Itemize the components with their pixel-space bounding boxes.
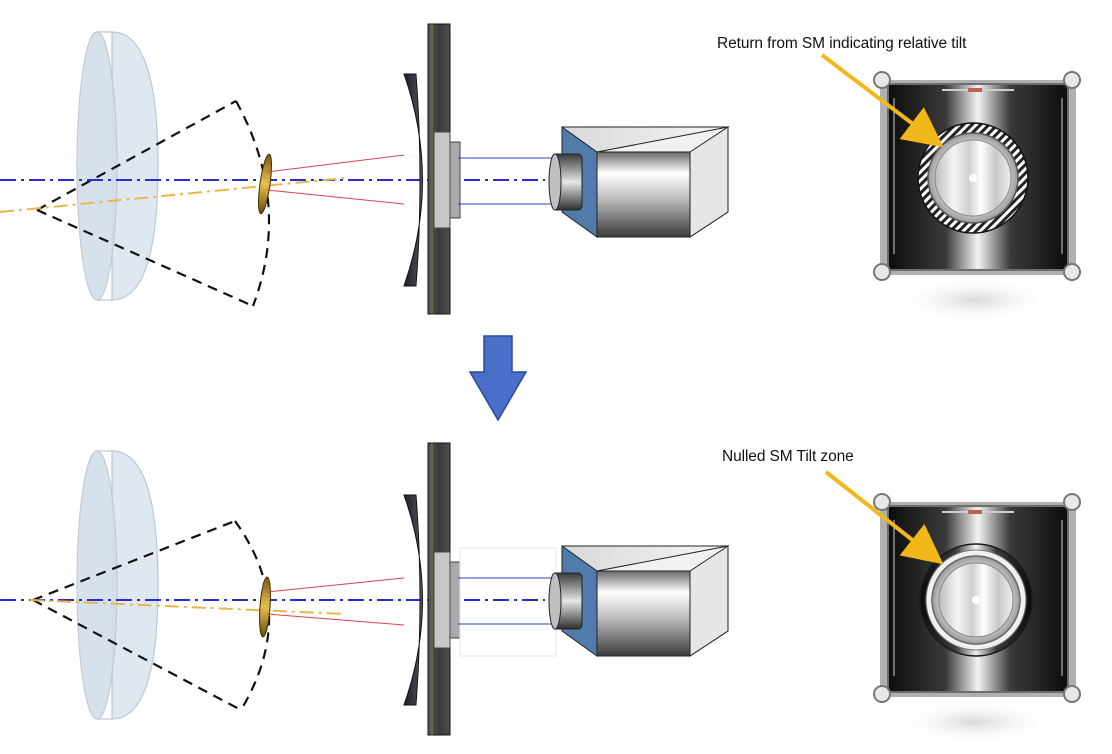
callout-label-nulled: Nulled SM Tilt zone <box>722 448 854 465</box>
down-arrow-icon <box>468 335 528 422</box>
tilted-axis <box>0 177 346 213</box>
beam-cone <box>36 100 271 308</box>
blue-rays <box>458 577 562 625</box>
panel-nulled-state <box>0 442 1081 744</box>
tilted-axis <box>29 599 346 615</box>
mirror-icon <box>403 73 423 287</box>
camera-icon <box>548 545 730 657</box>
reticle-display-icon <box>873 493 1081 744</box>
panel-tilted-state <box>0 23 1081 322</box>
reticle-display-icon <box>873 71 1081 322</box>
red-rays <box>266 577 405 626</box>
beam-cone <box>32 519 271 711</box>
camera-icon <box>548 126 730 238</box>
mirror-icon <box>403 494 423 706</box>
secondary-mirror <box>258 153 272 215</box>
secondary-mirror <box>259 576 271 638</box>
callout-label-tilt: Return from SM indicating relative tilt <box>717 35 967 52</box>
callout-arrow-bottom <box>824 470 944 565</box>
red-rays <box>266 154 405 205</box>
lens-icon <box>76 450 159 720</box>
blue-rays <box>458 157 562 205</box>
callout-arrow-top <box>820 53 944 148</box>
